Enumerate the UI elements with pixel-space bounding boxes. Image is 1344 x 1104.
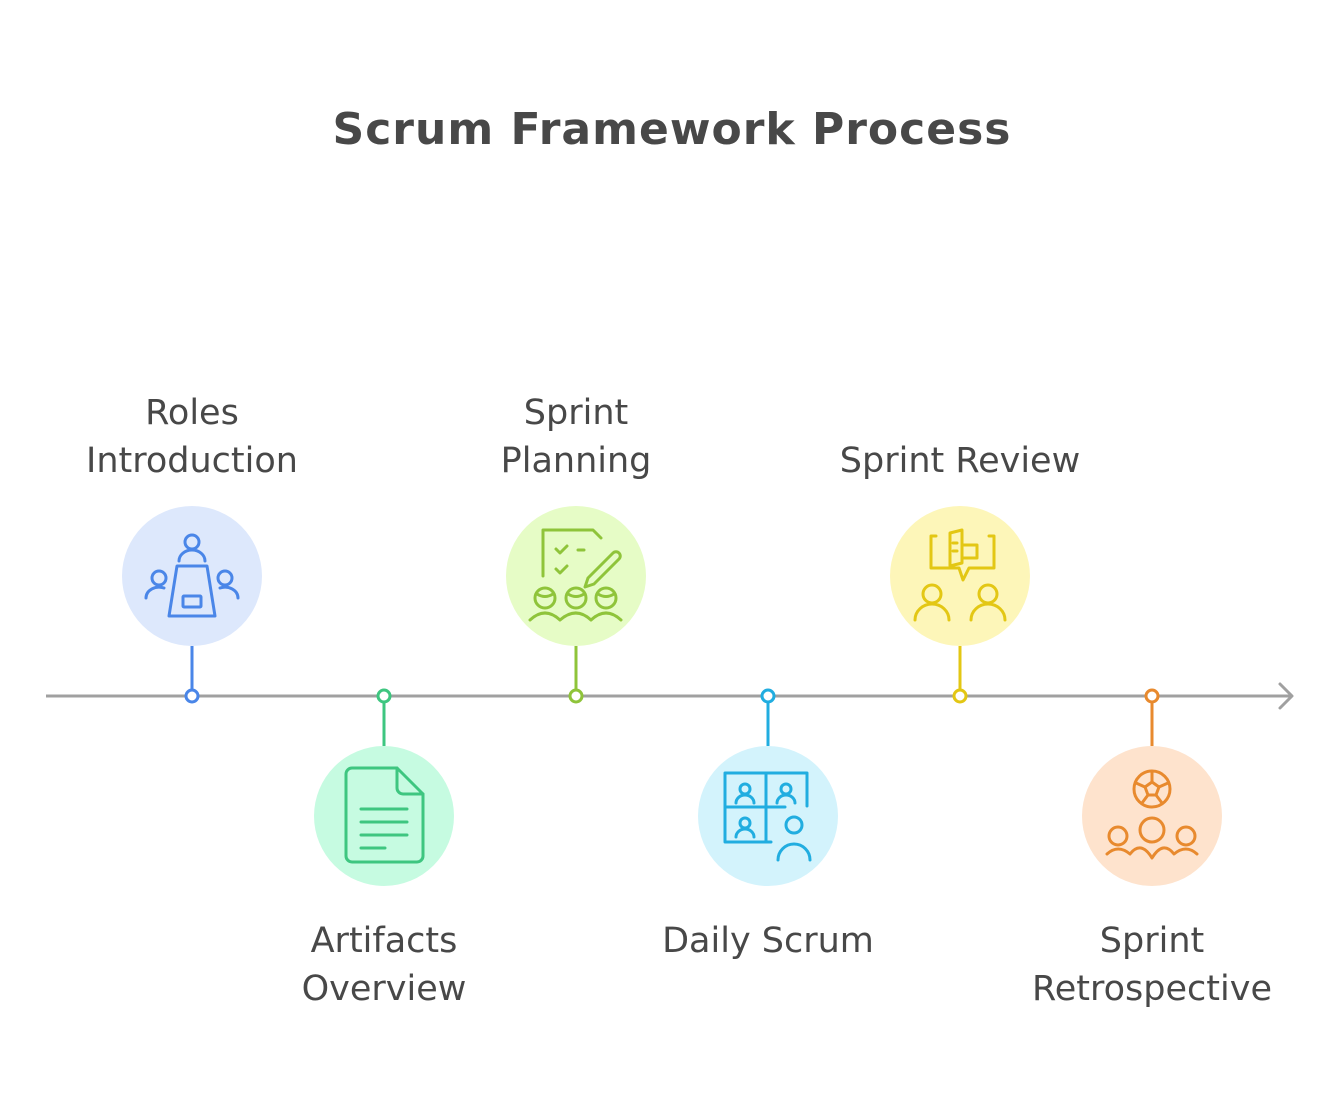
timeline-node <box>568 688 584 704</box>
meeting-table-icon <box>144 533 240 618</box>
document-icon <box>344 766 425 864</box>
video-call-grid-icon <box>723 771 812 862</box>
timeline-node <box>184 688 200 704</box>
step-sprint-retrospective <box>1082 688 1222 886</box>
step-label-roles-introduction: Roles Introduction <box>86 393 298 481</box>
step-roles-introduction <box>122 506 262 704</box>
arrow-head-icon <box>1278 682 1294 710</box>
planning-checklist-team-icon <box>528 528 623 622</box>
team-ball-icon <box>1105 769 1199 860</box>
timeline-node <box>952 688 968 704</box>
step-sprint-planning <box>506 506 646 704</box>
timeline-node <box>760 688 776 704</box>
step-daily-scrum <box>698 688 838 886</box>
step-label-sprint-planning: Sprint Planning <box>500 393 652 481</box>
timeline-node <box>1144 688 1160 704</box>
icon-bubble <box>890 506 1030 646</box>
icon-bubble <box>1082 746 1222 886</box>
icon-bubble <box>314 746 454 886</box>
step-label-sprint-retrospective: Sprint Retrospective <box>1032 921 1272 1009</box>
step-label-daily-scrum: Daily Scrum <box>662 921 874 961</box>
diagram-title: Scrum Framework Process <box>332 104 1012 155</box>
step-label-artifacts-overview: Artifacts Overview <box>301 921 467 1009</box>
icon-bubble <box>122 506 262 646</box>
step-artifacts-overview <box>314 688 454 886</box>
step-sprint-review <box>890 506 1030 704</box>
icon-bubble <box>506 506 646 646</box>
step-label-sprint-review: Sprint Review <box>839 441 1081 481</box>
icon-bubble <box>698 746 838 886</box>
timeline-node <box>376 688 392 704</box>
presentation-discussion-icon <box>913 528 1007 622</box>
